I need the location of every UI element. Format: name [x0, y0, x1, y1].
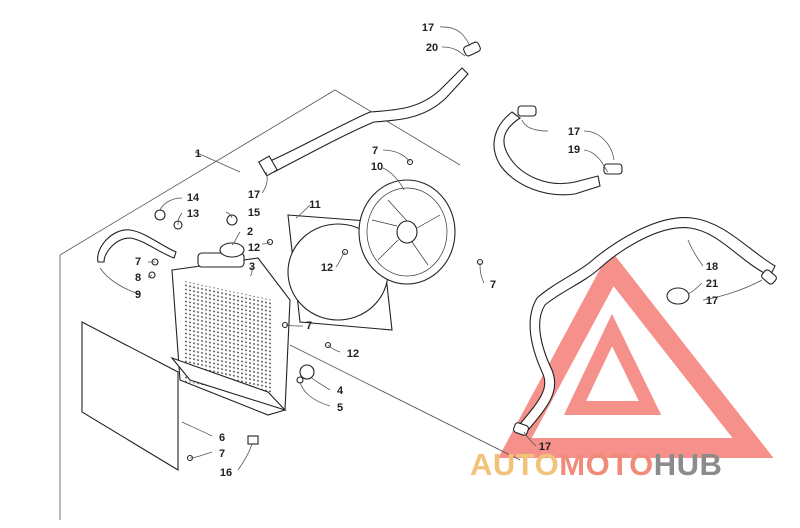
callout-17: 17	[539, 441, 551, 453]
callout-7: 7	[306, 320, 312, 332]
leader-lines	[99, 26, 763, 471]
callout-7: 7	[135, 256, 141, 268]
callout-16: 16	[220, 467, 232, 479]
watermark-logo	[498, 249, 774, 458]
assembly-frame-lines	[59, 89, 521, 520]
callout-11: 11	[309, 199, 321, 211]
watermark-auto: AUTO	[470, 447, 560, 482]
overflow-hose	[97, 229, 177, 263]
callout-4: 4	[337, 385, 344, 397]
callout-12: 12	[248, 242, 260, 254]
callout-2: 2	[247, 226, 253, 238]
callout-15: 15	[248, 207, 260, 219]
callout-17: 17	[248, 189, 260, 201]
watermark-hub: HUB	[653, 447, 723, 482]
callout-5: 5	[337, 402, 343, 414]
callout-3: 3	[249, 261, 255, 273]
cooling-fan	[358, 179, 456, 285]
lower-radiator-hose	[513, 217, 777, 436]
callout-8: 8	[135, 272, 141, 284]
bypass-hose	[493, 105, 623, 196]
callout-17: 17	[422, 22, 434, 34]
callout-21: 21	[706, 278, 718, 290]
hose-clamp	[666, 287, 690, 305]
callout-18: 18	[706, 261, 718, 273]
upper-radiator-hose	[258, 41, 481, 177]
callout-17: 17	[706, 295, 718, 307]
callout-9: 9	[135, 289, 141, 301]
watermark-text: AUTOMOTOHUB	[470, 447, 722, 483]
callout-7: 7	[219, 448, 225, 460]
callout-19: 19	[568, 144, 580, 156]
watermark-moto: MOTO	[559, 447, 654, 482]
callout-10: 10	[371, 161, 383, 173]
radiator-screen	[81, 321, 179, 471]
callout-13: 13	[187, 208, 199, 220]
callout-labels: 17 20 17 19 1 7 10 17 14 13 15 11 2 12 3…	[135, 22, 718, 479]
radiator	[170, 242, 291, 416]
callout-17: 17	[568, 126, 580, 138]
callout-7: 7	[490, 279, 496, 291]
callout-20: 20	[426, 42, 438, 54]
callout-12: 12	[347, 348, 359, 360]
callout-12: 12	[321, 262, 333, 274]
callout-6: 6	[219, 432, 225, 444]
callout-14: 14	[187, 192, 200, 204]
callout-7: 7	[372, 145, 378, 157]
callout-1: 1	[195, 148, 201, 160]
